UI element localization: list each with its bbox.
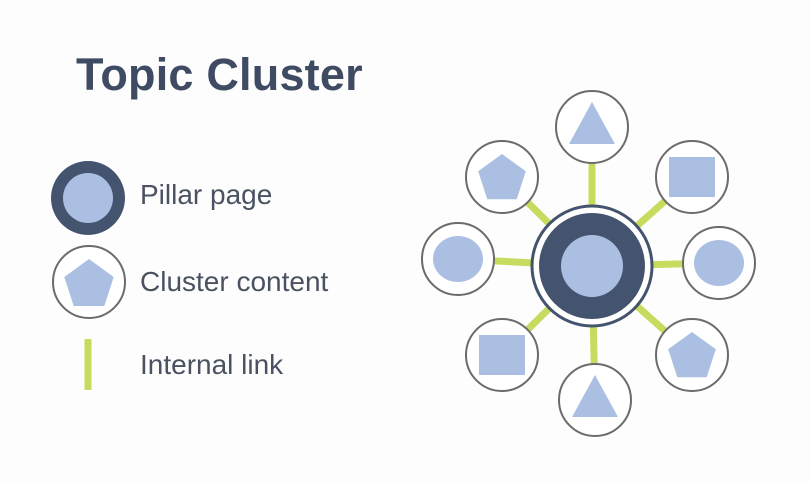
cluster-node-bottom-left[interactable]: [465, 318, 539, 392]
cluster-node-right[interactable]: [682, 226, 756, 300]
legend-cluster-icon: [52, 245, 126, 319]
cluster-node-bottom[interactable]: [558, 363, 632, 437]
cluster-nodes: [421, 90, 756, 437]
cluster-node-top[interactable]: [555, 90, 629, 164]
circle-icon: [694, 240, 744, 286]
square-icon: [669, 157, 715, 197]
cluster-node-top-right[interactable]: [655, 140, 729, 214]
pillar-page-node[interactable]: [530, 204, 654, 328]
cluster-node-top-left[interactable]: [465, 140, 539, 214]
legend-pillar-icon: [51, 161, 125, 235]
pillar-inner-circle-icon: [561, 235, 623, 297]
triangle-icon: [569, 102, 615, 144]
circle-icon: [433, 236, 483, 282]
legend-label-pillar: Pillar page: [140, 179, 273, 210]
triangle-icon: [572, 375, 618, 417]
legend-label-cluster: Cluster content: [140, 266, 329, 297]
cluster-node-bottom-right[interactable]: [655, 318, 729, 392]
diagram-title: Topic Cluster: [76, 49, 363, 100]
pentagon-icon: [478, 154, 526, 200]
pentagon-icon: [668, 332, 716, 378]
legend-label-link: Internal link: [140, 349, 284, 380]
square-icon: [479, 335, 525, 375]
cluster-node-left[interactable]: [421, 222, 495, 296]
